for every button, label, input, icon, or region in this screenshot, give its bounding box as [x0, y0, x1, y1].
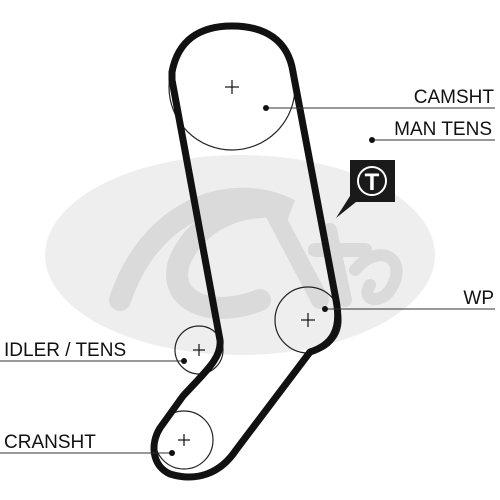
crankshaft-leader-dot — [169, 450, 175, 456]
idler-leader-dot — [181, 358, 187, 364]
camshaft-center-plus-icon — [225, 80, 239, 94]
idler-center-plus-icon — [193, 344, 205, 356]
crankshaft-label: CRANSHT — [4, 432, 96, 453]
crankshaft-center-plus-icon — [178, 434, 190, 446]
timing-belt — [150, 22, 342, 481]
tensioner-badge-icon: T — [336, 160, 395, 218]
manual-tensioner-leader-dot — [369, 137, 375, 143]
camshaft-label: CAMSHT — [414, 87, 495, 108]
idler-tensioner-label: IDLER / TENS — [4, 340, 126, 361]
water-pump-leader-dot — [322, 306, 328, 312]
camshaft-leader-dot — [263, 105, 269, 111]
water-pump-label: WP — [463, 288, 494, 309]
tensioner-badge-letter: T — [365, 169, 380, 196]
water-pump-center-plus-icon — [301, 313, 315, 327]
manual-tensioner-label: MAN TENS — [394, 119, 492, 140]
